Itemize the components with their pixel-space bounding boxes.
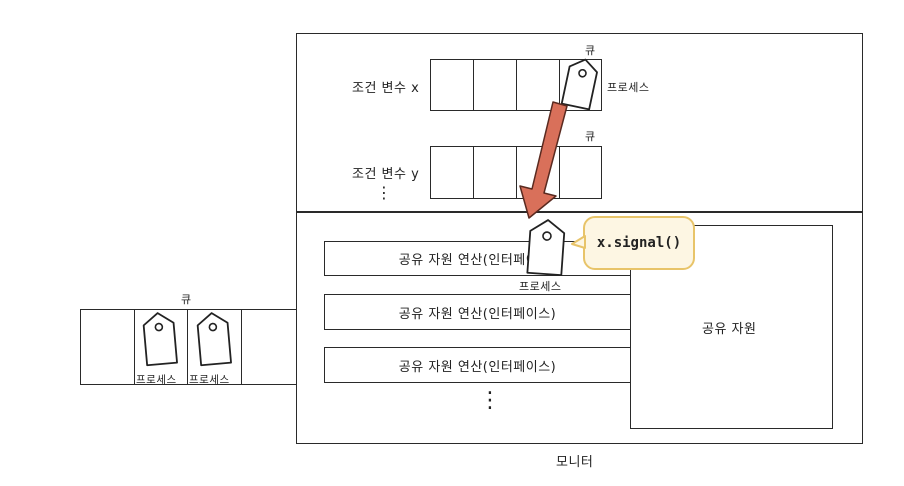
process-tag-icon	[526, 219, 566, 277]
signal-bubble: x.signal()	[583, 216, 695, 270]
signal-arrow	[519, 101, 568, 219]
entry-process-label-1: 프로세스	[136, 374, 177, 386]
cond-y-cell	[430, 146, 475, 199]
shared-resource-label: 공유 자원	[702, 322, 757, 337]
cond-vars-ellipsis: ⋮	[376, 183, 393, 202]
signaled-process-label: 프로세스	[519, 280, 562, 293]
entry-queue-label: 큐	[181, 293, 192, 306]
cond-var-x-label: 조건 변수 x	[352, 81, 420, 96]
cond-y-cell	[559, 146, 602, 199]
interface-operation-3: 공유 자원 연산(인터페이스)	[324, 347, 631, 383]
cond-y-cell	[473, 146, 518, 199]
cond-x-process-label: 프로세스	[607, 81, 650, 94]
monitor-divider	[296, 211, 863, 213]
entry-queue-cell	[241, 309, 297, 385]
cond-x-queue-label: 큐	[585, 44, 596, 57]
process-tag-icon	[560, 58, 598, 111]
interface-operation-2: 공유 자원 연산(인터페이스)	[324, 294, 631, 330]
bubble-pointer	[571, 235, 586, 249]
entry-process-label-2: 프로세스	[189, 374, 230, 386]
cond-x-cell	[473, 59, 518, 111]
process-tag-icon	[196, 312, 232, 367]
cond-var-y-label: 조건 변수 y	[352, 167, 420, 182]
interface-operation-1: 공유 자원 연산(인터페이스)	[324, 241, 631, 276]
operations-ellipsis: ⋮	[479, 388, 502, 413]
monitor-label: 모니터	[556, 455, 594, 470]
cond-y-queue-label: 큐	[585, 130, 596, 143]
process-tag-icon	[142, 312, 178, 367]
